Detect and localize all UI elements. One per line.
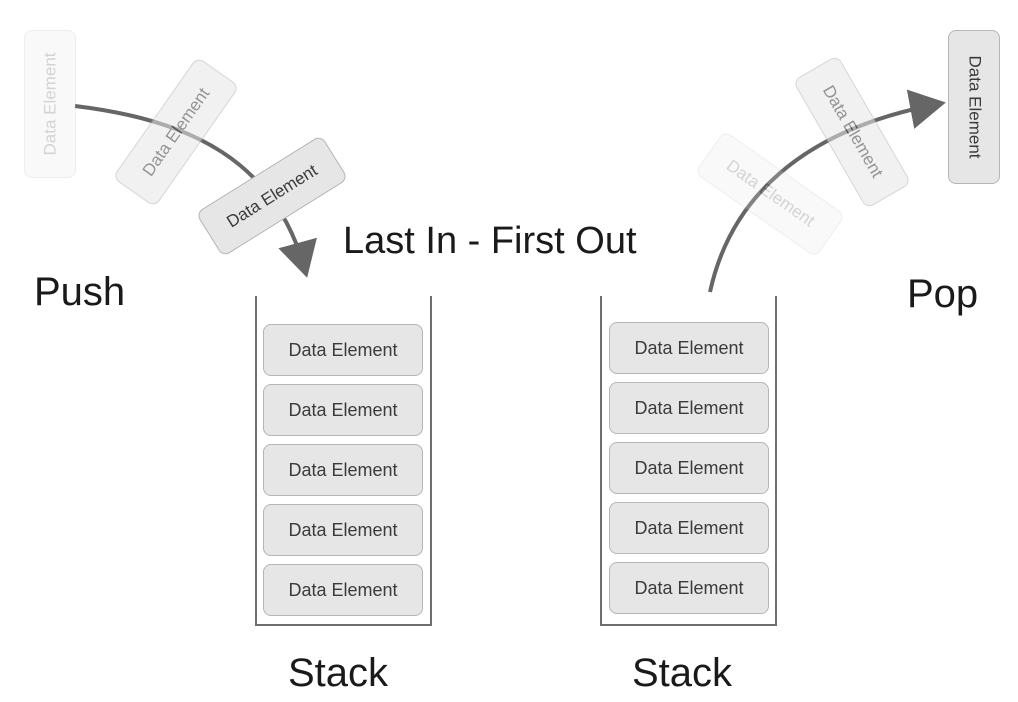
- pop-label: Pop: [907, 272, 979, 316]
- push-trail-block-1: Data Element: [24, 30, 76, 178]
- right-stack-item: Data Element: [609, 562, 769, 614]
- push-trail-block-1-label: Data Element: [40, 52, 59, 156]
- left-stack-item: Data Element: [263, 384, 423, 436]
- right-stack-item: Data Element: [609, 502, 769, 554]
- right-stack-item: Data Element: [609, 322, 769, 374]
- push-label: Push: [34, 270, 126, 314]
- pop-trail-block-3-label: Data Element: [965, 55, 984, 159]
- left-stack-container: Data Element Data Element Data Element D…: [255, 296, 432, 626]
- right-stack-container: Data Element Data Element Data Element D…: [600, 296, 777, 626]
- diagram-title: Last In - First Out: [343, 220, 637, 262]
- push-arrow: [74, 104, 317, 278]
- pop-arrow: [708, 89, 946, 293]
- left-stack-item: Data Element: [263, 444, 423, 496]
- left-stack-item: Data Element: [263, 504, 423, 556]
- left-stack-item: Data Element: [263, 564, 423, 616]
- pop-trail-block-3: Data Element: [948, 30, 1000, 184]
- left-stack-label: Stack: [288, 651, 389, 695]
- right-stack-item: Data Element: [609, 382, 769, 434]
- left-stack-item: Data Element: [263, 324, 423, 376]
- right-stack-item: Data Element: [609, 442, 769, 494]
- right-stack-label: Stack: [632, 651, 733, 695]
